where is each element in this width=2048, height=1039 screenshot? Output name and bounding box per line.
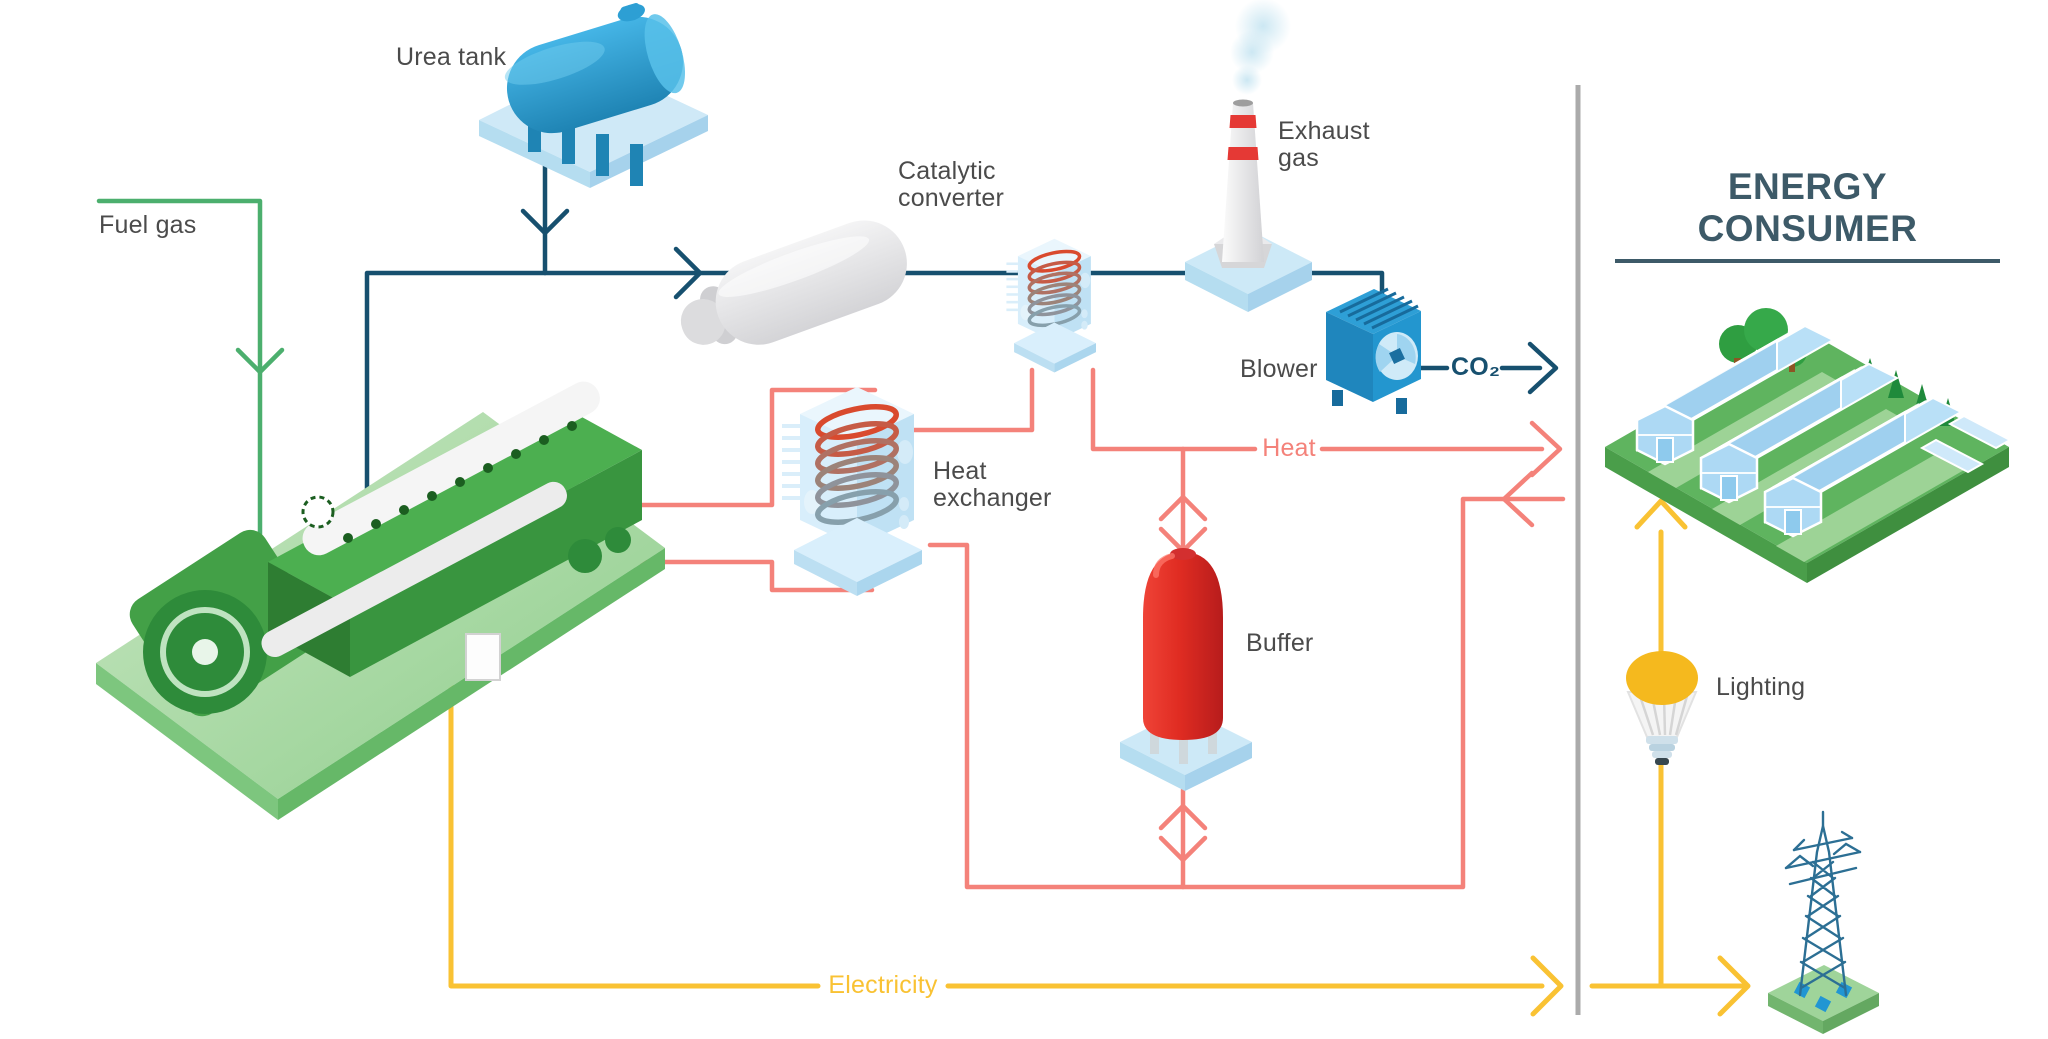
lighting-label: Lighting — [1716, 673, 1806, 701]
exhaust-gas-label: Exhaust gas — [1278, 117, 1370, 172]
lightbulb-icon — [1626, 651, 1698, 765]
electricity-label: Electricity — [828, 971, 938, 999]
catalytic-converter-icon — [680, 220, 907, 345]
fuel-gas-label: Fuel gas — [99, 211, 197, 239]
exhaust-gas-line — [364, 162, 1385, 503]
heat-lines — [517, 367, 1566, 890]
fuel-gas-line — [96, 198, 285, 563]
co2-label: CO₂ — [1451, 353, 1501, 381]
urea-tank-label: Urea tank — [396, 43, 507, 71]
urea-tank-icon — [479, 3, 708, 188]
heat-exchanger-label: Heat exchanger — [933, 457, 1052, 512]
catalytic-converter-label: Catalytic converter — [898, 157, 1005, 212]
buffer-label: Buffer — [1246, 629, 1314, 657]
exhaust-chimney-icon — [1185, 0, 1312, 312]
greenhouse-icon — [1605, 308, 2013, 583]
gas-engine-icon — [96, 381, 665, 820]
heat-label: Heat — [1262, 434, 1316, 462]
blower-icon — [1326, 287, 1421, 414]
power-pylon-icon — [1768, 810, 1879, 1034]
blower-label: Blower — [1240, 355, 1318, 383]
heat-exchanger-2-icon — [782, 387, 922, 596]
energy-consumer-title: ENERGY CONSUMER — [1615, 166, 2000, 263]
heat-exchanger-1-icon — [1004, 237, 1098, 375]
co2-line — [1417, 341, 1559, 395]
buffer-tank-icon — [1120, 548, 1252, 791]
